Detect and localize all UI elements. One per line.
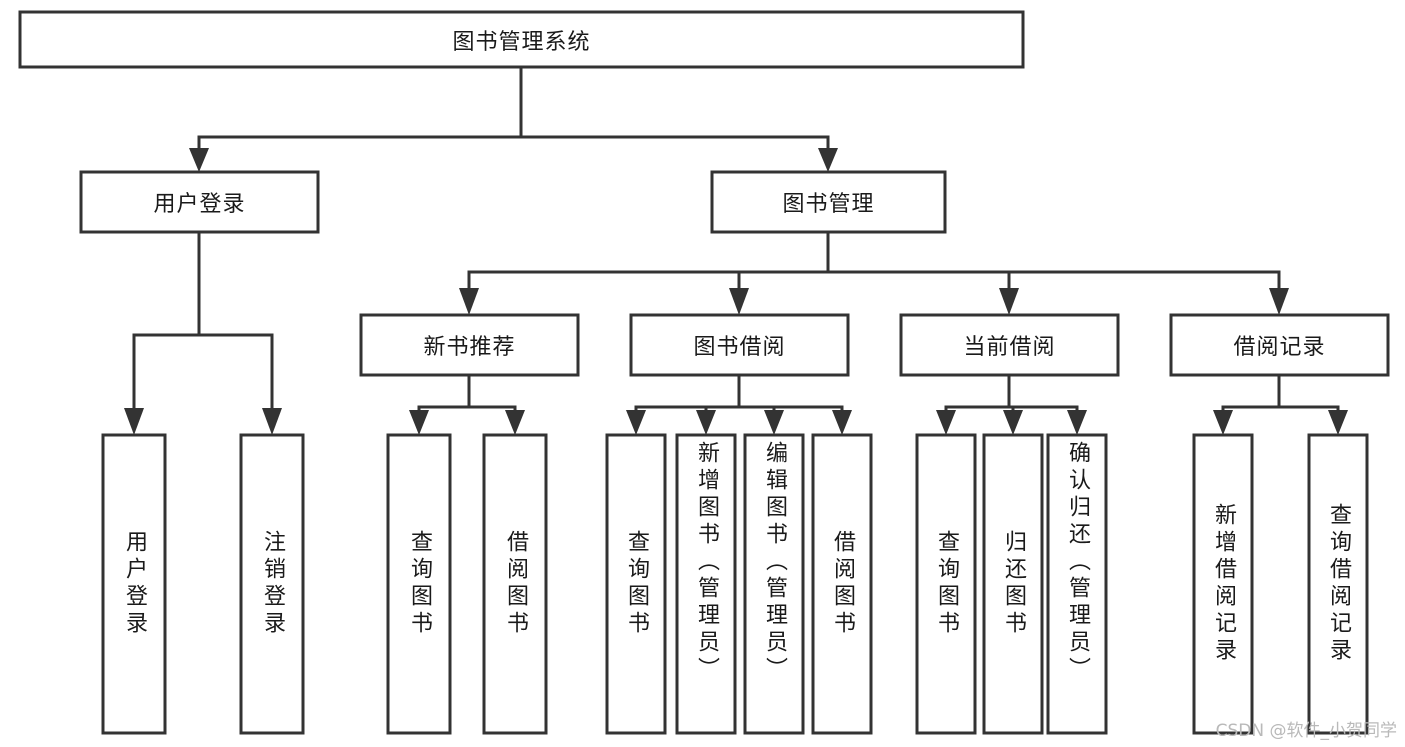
leaf-box-borrow-book-1[interactable] [482, 433, 548, 735]
node-box-layer [18, 10, 1390, 735]
leaf-box-query-book-3[interactable] [915, 433, 977, 735]
arrow-to-user-login [189, 148, 209, 172]
arrow-leaf-user-login [124, 408, 144, 435]
arrow-leaf-edit-book [764, 410, 784, 435]
leaf-box-add-borrow-record[interactable] [1192, 433, 1254, 735]
leaf-box-add-book[interactable] [675, 433, 737, 735]
leaf-box-user-login[interactable] [101, 433, 167, 735]
arrow-leaf-borrow-book-2 [832, 410, 852, 435]
leaf-box-edit-book[interactable] [743, 433, 805, 735]
leaf-box-borrow-book-2[interactable] [811, 433, 873, 735]
node-root-box[interactable] [18, 10, 1025, 69]
node-book-borrow-box[interactable] [629, 313, 850, 377]
leaf-box-query-book-1[interactable] [386, 433, 452, 735]
connector-layer [124, 65, 1348, 435]
arrow-to-current-borrow [999, 288, 1019, 315]
node-user-login-box[interactable] [79, 170, 320, 234]
node-new-book-recommend-box[interactable] [359, 313, 580, 377]
arrow-leaf-query-book-1 [409, 410, 429, 435]
leaf-box-logout[interactable] [239, 433, 305, 735]
arrow-leaf-add-record [1213, 410, 1233, 435]
watermark-text: CSDN @软件_小贺同学 [1215, 721, 1397, 741]
arrow-to-new-book [459, 288, 479, 315]
arrow-to-borrow-record [1269, 288, 1289, 315]
leaf-box-query-borrow-record[interactable] [1307, 433, 1369, 735]
arrow-leaf-confirm-return [1067, 410, 1087, 435]
arrow-to-borrow [729, 288, 749, 315]
arrow-to-book-mgmt [818, 148, 838, 172]
node-current-borrow-box[interactable] [899, 313, 1120, 377]
arrow-leaf-query-book-2 [626, 410, 646, 435]
arrow-leaf-return-book [1003, 410, 1023, 435]
arrow-leaf-borrow-book-1 [505, 410, 525, 435]
arrow-leaf-add-book [696, 410, 716, 435]
node-borrow-record-box[interactable] [1169, 313, 1390, 377]
arrow-leaf-query-record [1328, 410, 1348, 435]
leaf-box-return-book[interactable] [982, 433, 1044, 735]
leaf-box-confirm-return[interactable] [1046, 433, 1108, 735]
leaf-box-query-book-2[interactable] [605, 433, 667, 735]
arrow-leaf-logout [262, 408, 282, 435]
node-book-management-box[interactable] [710, 170, 947, 234]
arrow-leaf-query-book-3 [936, 410, 956, 435]
